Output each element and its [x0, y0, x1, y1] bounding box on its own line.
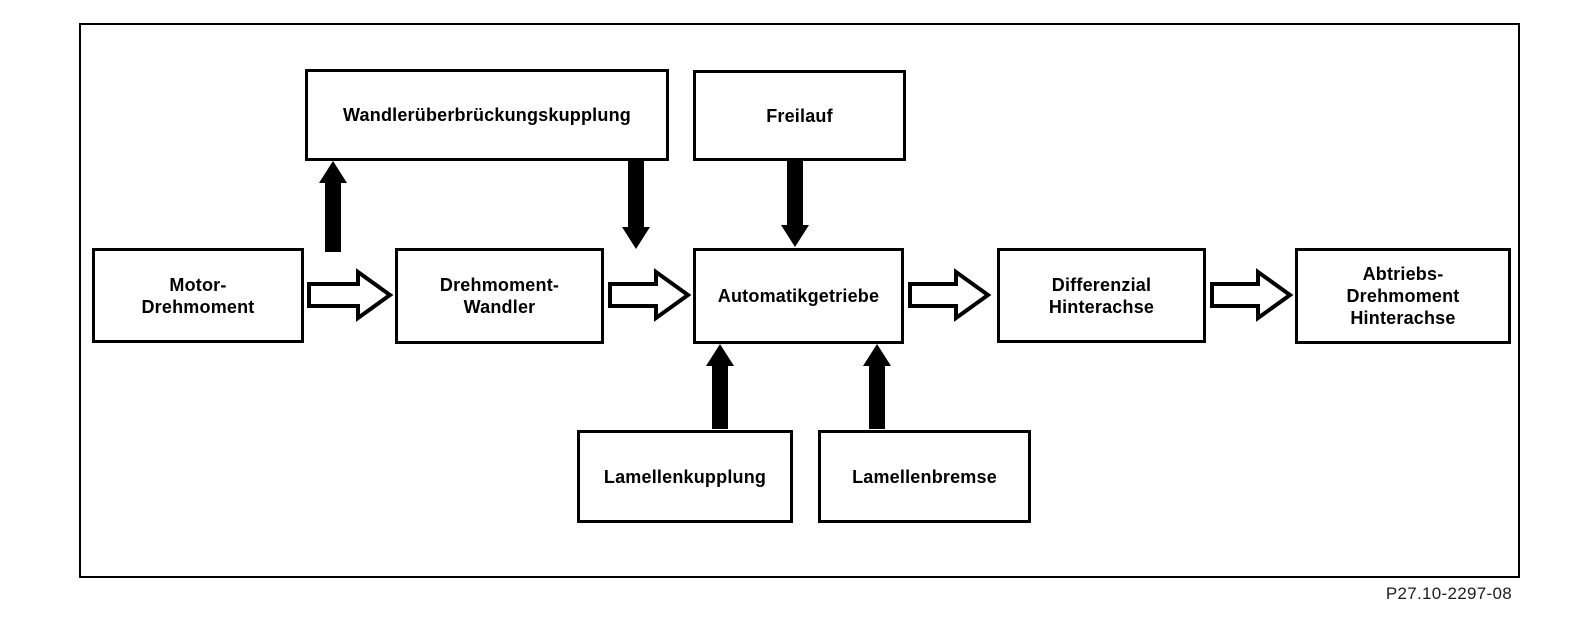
arrow-transmission-to-differential	[908, 268, 992, 322]
arrow-engine-to-converter	[307, 268, 394, 322]
node-lockup-clutch: Wandlerüberbrückungskupplung	[305, 69, 669, 161]
node-engine-torque: Motor- Drehmoment	[92, 248, 304, 343]
node-torque-converter: Drehmoment- Wandler	[395, 248, 604, 344]
arrow-lockup-clutch-down	[622, 160, 650, 249]
node-multidisc-brake: Lamellenbremse	[818, 430, 1031, 523]
node-automatic-transmission: Automatikgetriebe	[693, 248, 904, 344]
arrow-up-to-lockup-clutch	[319, 161, 347, 252]
node-freewheel: Freilauf	[693, 70, 906, 161]
diagram-border	[79, 23, 1520, 578]
node-output-torque: Abtriebs- Drehmoment Hinterachse	[1295, 248, 1511, 344]
node-differential: Differenzial Hinterachse	[997, 248, 1206, 343]
figure-number: P27.10-2297-08	[1385, 584, 1512, 603]
arrow-clutch-up	[706, 344, 734, 429]
node-multidisc-clutch: Lamellenkupplung	[577, 430, 793, 523]
arrow-converter-to-transmission	[608, 268, 692, 322]
arrow-brake-up	[863, 344, 891, 429]
arrow-differential-to-output	[1210, 268, 1294, 322]
arrow-freewheel-down	[781, 160, 809, 247]
